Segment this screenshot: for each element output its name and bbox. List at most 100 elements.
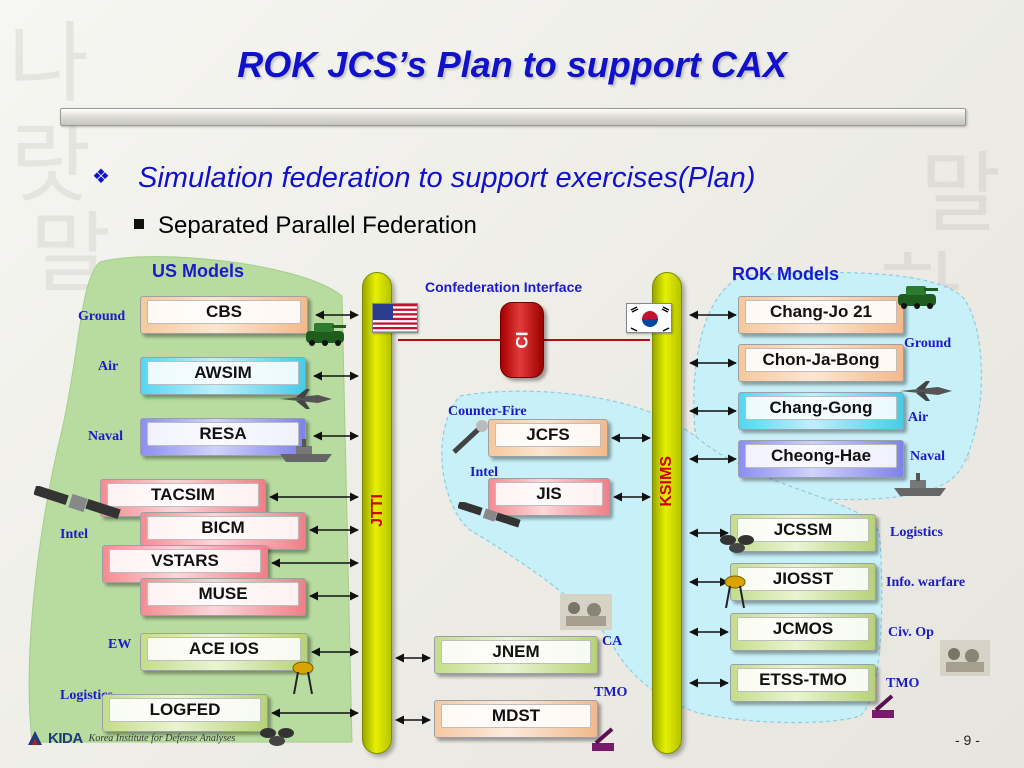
background-glyph: 말 [920,142,1001,245]
model-box-jis: JIS [488,478,610,516]
kida-logo: KIDA Korea Institute for Defense Analyse… [26,726,235,750]
bullet-level-2: Separated Parallel Federation [134,212,477,240]
ci-label: CI [500,302,544,378]
warship-icon [894,473,946,496]
model-box-etss-tmo: ETSS-TMO [730,664,876,702]
middle-tmo-label: TMO [594,685,628,700]
model-box-logfed: LOGFED [102,694,268,732]
civil-affairs-photo-icon [560,594,612,630]
us-ew-label: EW [108,637,132,652]
model-box-cheong-hae: Cheong-Hae [738,440,904,478]
rok-naval-label: Naval [910,449,945,464]
model-box-tacsim: TACSIM [100,479,266,517]
model-box-jcfs: JCFS [488,419,608,457]
model-box-jnem: JNEM [434,636,598,674]
model-box-awsim: AWSIM [140,357,306,395]
warship-icon [280,439,332,462]
tank-icon [306,323,346,346]
model-label-jis: JIS [495,482,603,506]
model-box-bicm: BICM [140,512,306,550]
model-label-etss-tmo: ETSS-TMO [737,668,869,692]
bullet-level-1: ❖ Simulation federation to support exerci… [92,162,755,195]
confederation-interface-label: Confederation Interface [425,279,583,295]
model-label-cheong-hae: Cheong-Hae [745,444,897,468]
model-label-chon-ja-bong: Chon-Ja-Bong [745,348,897,372]
model-label-chang-gong: Chang-Gong [745,396,897,420]
model-label-tacsim: TACSIM [107,483,259,507]
model-label-chang-jo-21: Chang-Jo 21 [745,300,897,324]
ci-text: CI [512,331,531,349]
supply-drums-icon [260,728,294,746]
satellite-icon [34,486,121,520]
rok-info-warfare-label: Info. warfare [886,575,966,590]
antenna-icon [724,575,746,609]
model-label-vstars: VSTARS [109,549,261,573]
rok-models-heading: ROK Models [732,264,840,284]
us-intel-label: Intel [60,527,88,542]
title-divider [60,108,966,126]
model-box-chon-ja-bong: Chon-Ja-Bong [738,344,904,382]
rok-logistics-label: Logistics [890,525,943,540]
middle-intel-label: Intel [470,465,498,480]
background-glyph: 나 [8,12,89,115]
ca-label: CA [602,634,623,649]
kida-org-name: Korea Institute for Defense Analyses [88,732,236,744]
model-box-cbs: CBS [140,296,308,334]
rok-tmo-label: TMO [886,676,920,691]
fighter-jet-icon [900,381,952,401]
fighter-jet-icon [280,389,332,409]
square-bullet-icon [134,219,144,229]
ksims-label: KSIMS [658,456,675,507]
model-label-awsim: AWSIM [147,361,299,385]
model-label-mdst: MDST [441,704,591,728]
model-label-resa: RESA [147,422,299,446]
model-box-chang-gong: Chang-Gong [738,392,904,430]
rok-ground-label: Ground [904,336,952,351]
model-label-cbs: CBS [147,300,301,324]
model-label-logfed: LOGFED [109,698,261,722]
background-glyph: 랏 [10,112,91,215]
model-label-muse: MUSE [147,582,299,606]
bullet-level-2-text: Separated Parallel Federation [158,212,477,239]
bullet-level-1-text: Simulation federation to support exercis… [138,162,756,194]
model-box-jiosst: JIOSST [730,563,876,601]
antenna-icon [292,661,314,695]
diamond-bullet-icon: ❖ [92,166,110,188]
civil-affairs-photo-icon [940,640,990,676]
model-box-jcssm: JCSSM [730,514,876,552]
us-ground-label: Ground [78,309,126,324]
us-flag-icon [372,303,418,333]
us-models-heading: US Models [152,261,245,281]
model-label-jcssm: JCSSM [737,518,869,542]
model-label-jiosst: JIOSST [737,567,869,591]
rok-air-label: Air [908,410,929,425]
model-box-vstars: VSTARS [102,545,268,583]
counter-fire-label: Counter-Fire [448,404,527,419]
model-box-jcmos: JCMOS [730,613,876,651]
supply-drums-icon [720,535,754,553]
tank-icon [898,286,938,309]
rok-civ-op-label: Civ. Op [888,625,934,640]
satellite-icon [458,502,521,528]
page-title: ROK JCS’s Plan to support CAX [237,44,787,85]
kida-emblem-icon [28,731,42,745]
page-number: - 9 - [955,732,980,748]
us-naval-label: Naval [88,429,123,444]
artillery-fire-icon [452,420,488,454]
jtti-bus [362,272,392,754]
model-box-muse: MUSE [140,578,306,616]
kida-logo-text: KIDA [48,729,83,747]
model-box-ace-ios: ACE IOS [140,633,308,671]
us-air-label: Air [98,359,119,374]
model-box-chang-jo-21: Chang-Jo 21 [738,296,904,334]
model-label-bicm: BICM [147,516,299,540]
model-label-jnem: JNEM [441,640,591,664]
missile-launcher-icon [592,727,614,751]
model-label-jcfs: JCFS [495,423,601,447]
korea-flag-icon [626,303,672,333]
us-logistics-label: Logistics [60,688,113,703]
ksims-bus [652,272,682,754]
ci-box [500,302,544,378]
model-label-jcmos: JCMOS [737,617,869,641]
